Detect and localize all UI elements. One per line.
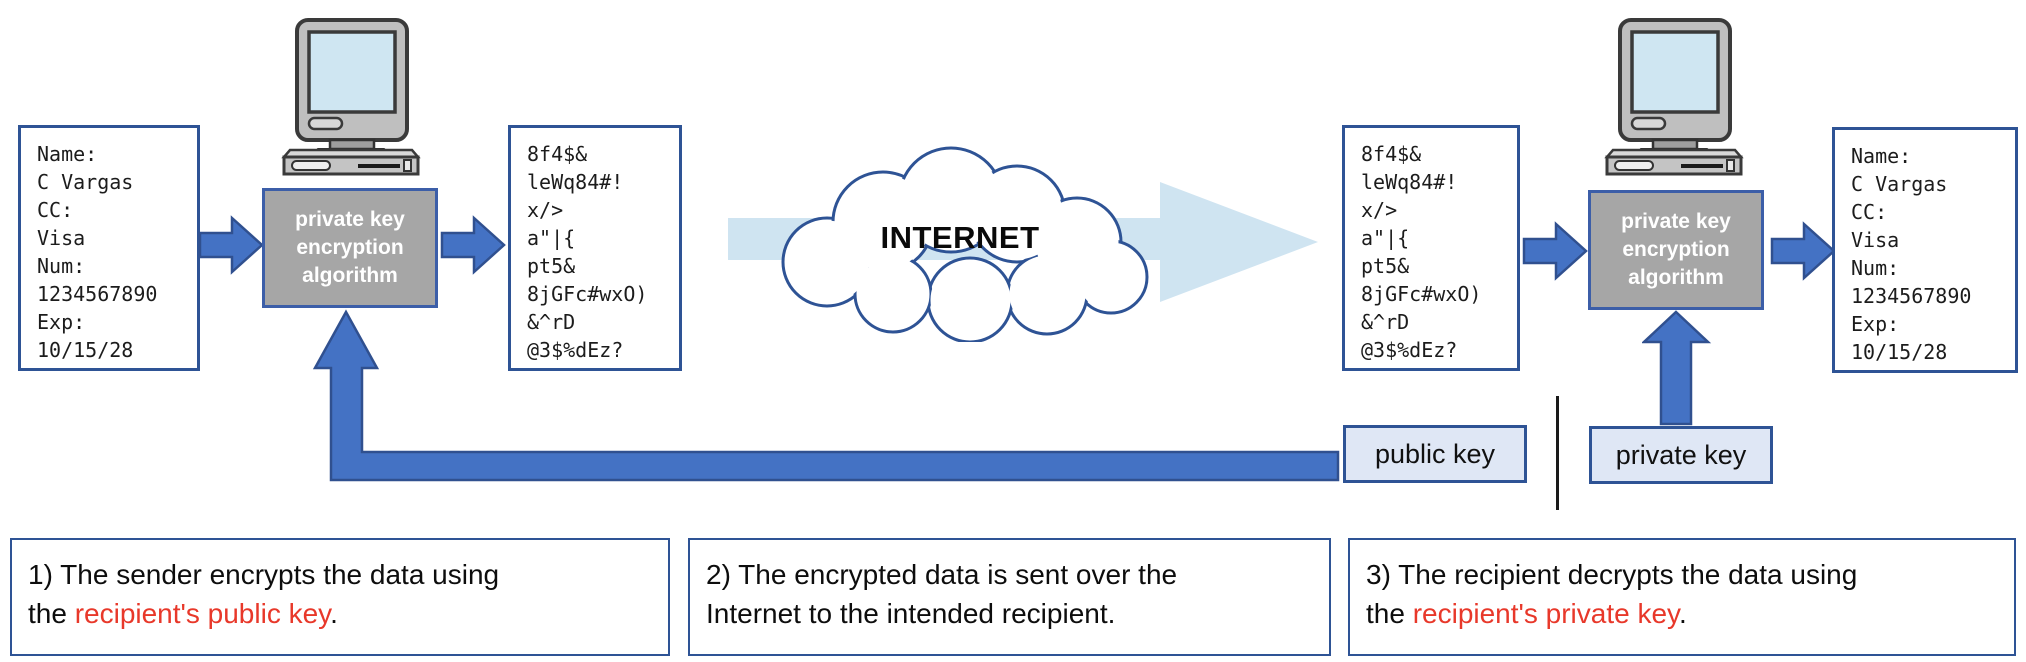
step-1-text: the (28, 598, 75, 629)
private-key-box: private key (1589, 426, 1773, 484)
card-line: Num: (1851, 256, 1900, 280)
cipher-line: leWq84#! (1361, 170, 1458, 194)
cipher-line: &^rD (527, 310, 576, 334)
card-line: C Vargas (37, 170, 134, 194)
flow-arrow-algorithm-to-plaintext (1770, 221, 1836, 281)
flow-arrow-ciphertext-to-algorithm (1522, 221, 1588, 281)
cipher-line: pt5& (527, 254, 576, 278)
internet-cloud-icon (781, 146, 1149, 342)
public-key-box: public key (1343, 425, 1527, 483)
cipher-line: @3$%dEz? (1361, 338, 1458, 362)
card-line: Name: (37, 142, 98, 166)
recipient-computer-icon (1604, 18, 1744, 176)
encrypted-data-box-left: 8f4$& leWq84#! x/> a"|{ pt5& 8jGFc#wxO) … (508, 125, 682, 371)
step-1-period: . (330, 598, 338, 629)
card-line: 1234567890 (1851, 284, 1972, 308)
step-1-line-1: 1) The sender encrypts the data using (28, 559, 500, 590)
cipher-line: 8f4$& (1361, 142, 1422, 166)
sender-data-box: Name: C Vargas CC: Visa Num: 1234567890 … (18, 125, 200, 371)
cipher-line: pt5& (1361, 254, 1410, 278)
algorithm-label-line: private key (295, 208, 405, 231)
public-key-arrow (312, 309, 1340, 482)
cipher-line: a"|{ (1361, 226, 1410, 250)
step-3-period: . (1678, 598, 1687, 629)
step-3-line-2: the recipient's private key. (1366, 594, 1998, 633)
card-line: 10/15/28 (1851, 340, 1948, 364)
card-line: Exp: (1851, 312, 1900, 336)
flow-arrow-sender-to-algorithm (198, 215, 264, 275)
step-2-text: Internet to the intended recipient. (706, 598, 1116, 629)
algorithm-label-line: algorithm (302, 264, 398, 287)
public-key-label: public key (1374, 438, 1496, 469)
card-line: 10/15/28 (37, 338, 134, 362)
step-1-box: 1) The sender encrypts the data using th… (10, 538, 670, 656)
flow-arrow-algorithm-to-ciphertext (440, 215, 506, 275)
card-line: 1234567890 (37, 282, 158, 306)
cipher-line: 8f4$& (527, 142, 588, 166)
card-line: C Vargas (1851, 172, 1948, 196)
internet-label: INTERNET (880, 220, 1040, 255)
cipher-line: 8jGFc#wxO) (1361, 282, 1482, 306)
card-line: CC: (37, 198, 74, 222)
cipher-line: leWq84#! (527, 170, 624, 194)
card-line: Exp: (37, 310, 86, 334)
decryption-algorithm-box-recipient: private key encryption algorithm (1588, 190, 1764, 310)
key-divider-line (1556, 396, 1559, 510)
algorithm-label-line: encryption (1622, 238, 1730, 261)
step-3-highlight: recipient's private key (1412, 598, 1679, 629)
step-3-line-1: 3) The recipient decrypts the data using (1366, 559, 1858, 590)
card-line: Visa (37, 226, 86, 250)
cipher-line: &^rD (1361, 310, 1410, 334)
step-2-line-1: 2) The encrypted data is sent over the (706, 559, 1178, 590)
sender-computer-icon (281, 18, 421, 176)
card-line: Num: (37, 254, 86, 278)
step-2-box: 2) The encrypted data is sent over the I… (688, 538, 1331, 656)
card-line: CC: (1851, 200, 1888, 224)
cipher-line: @3$%dEz? (527, 338, 624, 362)
step-2-line-2: Internet to the intended recipient. (706, 594, 1313, 633)
algorithm-label-line: private key (1621, 210, 1731, 233)
card-line: Name: (1851, 144, 1912, 168)
step-3-text: the (1366, 598, 1413, 629)
algorithm-label-line: algorithm (1628, 266, 1724, 289)
step-1-line-2: the recipient's public key. (28, 594, 652, 633)
private-key-arrow (1642, 310, 1712, 426)
encryption-algorithm-box-sender: private key encryption algorithm (262, 188, 438, 308)
encrypted-data-box-right: 8f4$& leWq84#! x/> a"|{ pt5& 8jGFc#wxO) … (1342, 125, 1520, 371)
cipher-line: 8jGFc#wxO) (527, 282, 648, 306)
card-line: Visa (1851, 228, 1900, 252)
cipher-line: x/> (1361, 198, 1398, 222)
private-key-label: private key (1615, 439, 1747, 470)
recipient-data-box: Name: C Vargas CC: Visa Num: 1234567890 … (1832, 127, 2018, 373)
step-3-box: 3) The recipient decrypts the data using… (1348, 538, 2016, 656)
step-1-highlight: recipient's public key (74, 598, 331, 629)
cipher-line: x/> (527, 198, 564, 222)
cipher-line: a"|{ (527, 226, 576, 250)
algorithm-label-line: encryption (296, 236, 404, 259)
